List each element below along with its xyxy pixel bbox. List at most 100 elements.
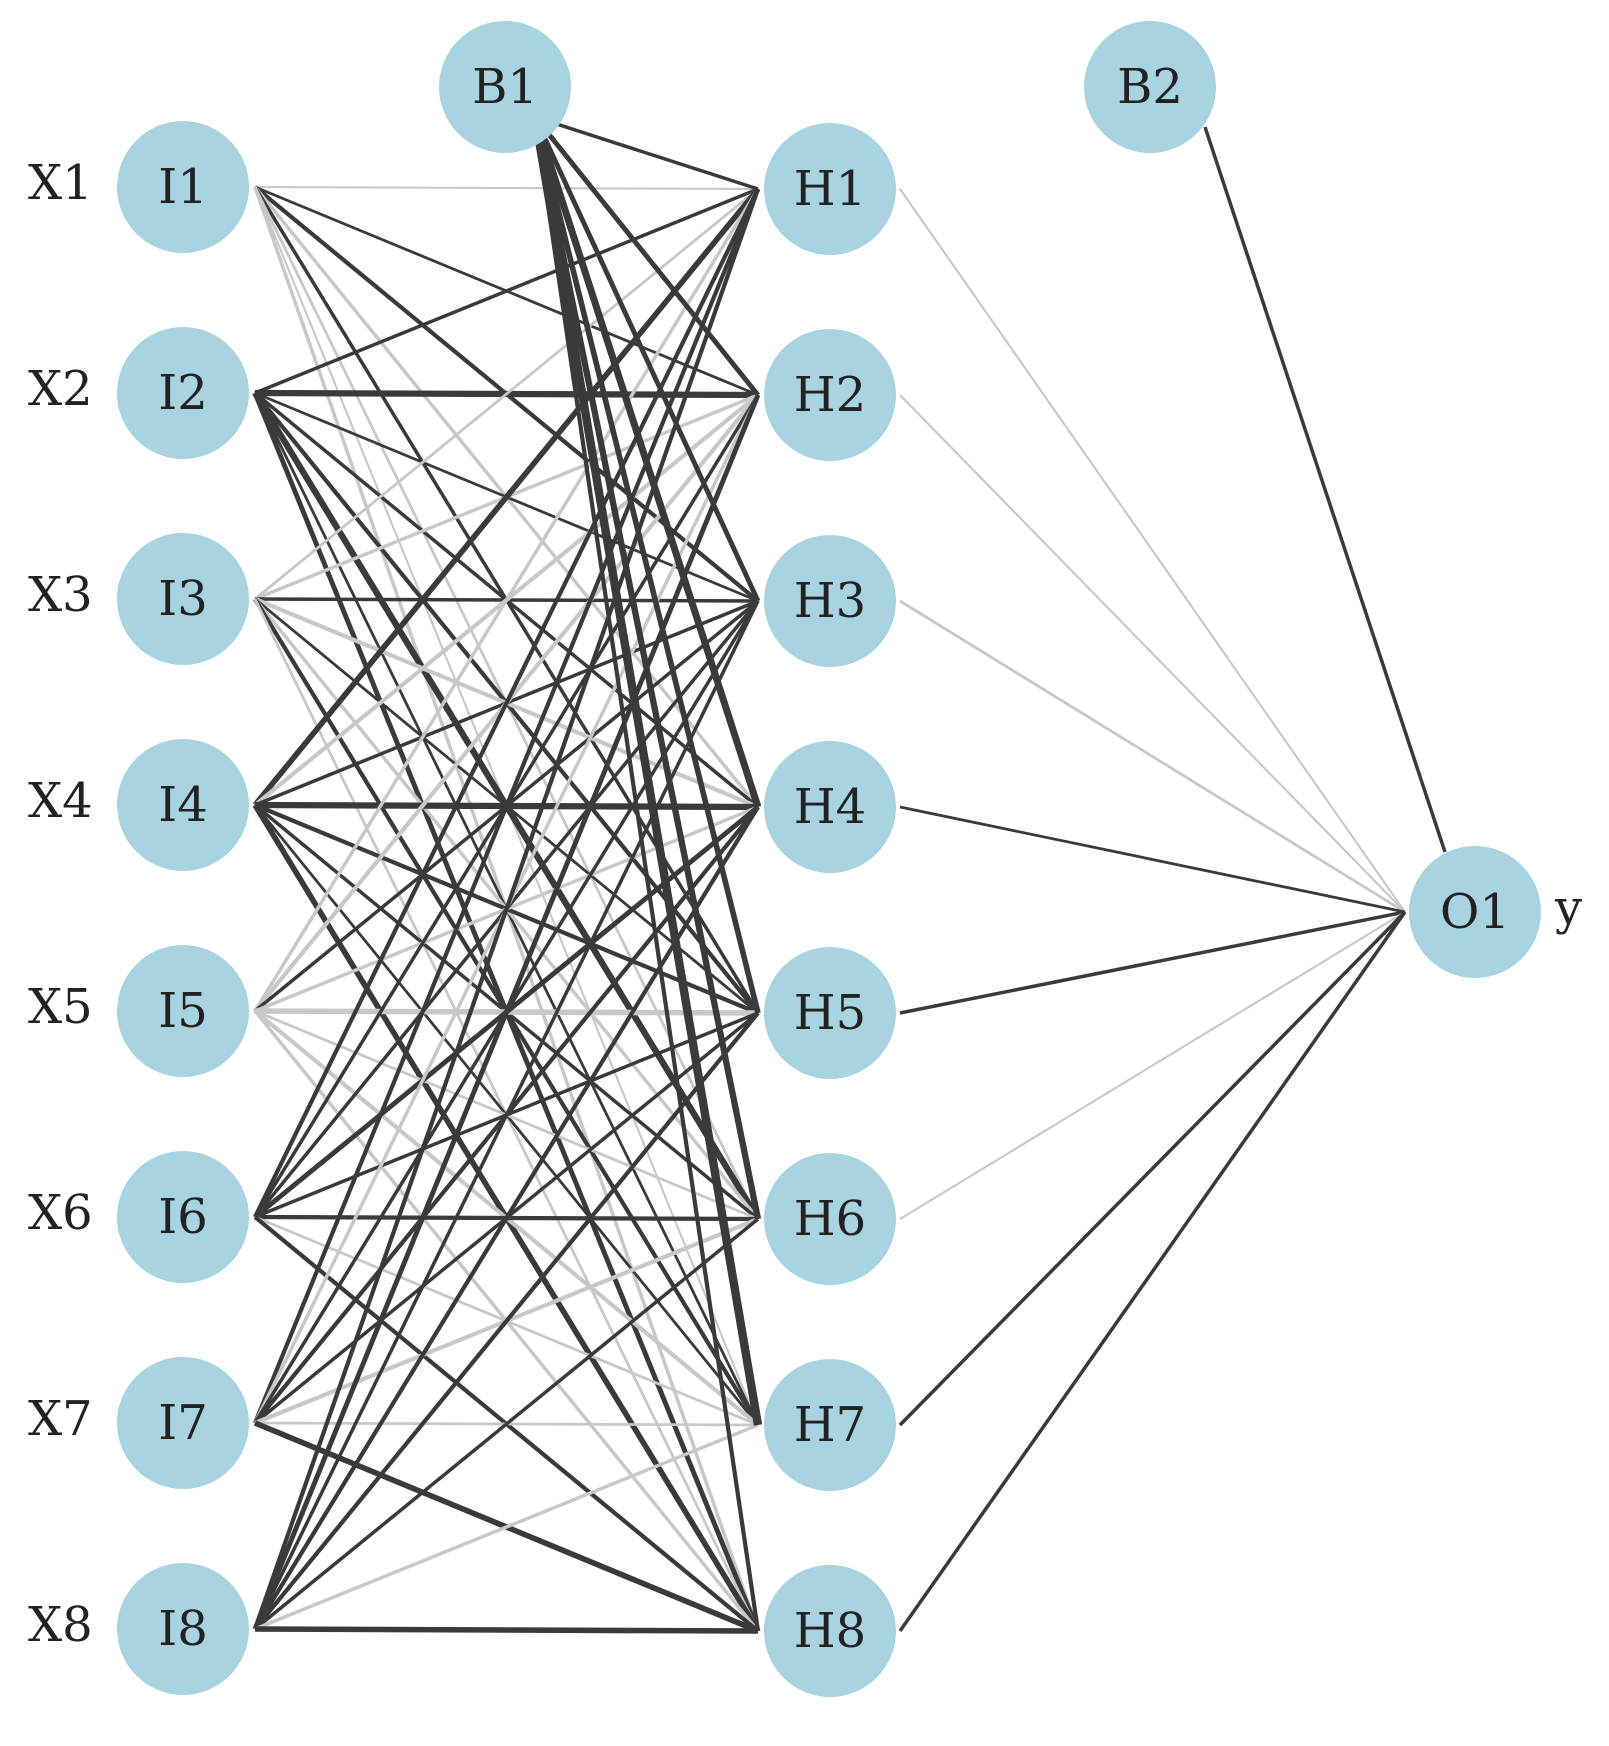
edge-h5-o1 bbox=[899, 910, 1406, 1015]
output-node-1-label: O1 bbox=[1440, 884, 1510, 940]
edge-b1-h3 bbox=[532, 115, 761, 603]
edge-h6-o1 bbox=[899, 911, 1406, 1220]
edge-i5-h1 bbox=[253, 188, 760, 1012]
input-node-3-circle bbox=[117, 533, 249, 665]
edge-i3-h1 bbox=[254, 187, 759, 601]
input-node-4-circle bbox=[117, 739, 249, 871]
edge-h4-o1 bbox=[899, 805, 1406, 914]
hidden-node-4-circle bbox=[764, 741, 896, 873]
edge-i8-h6 bbox=[253, 1217, 760, 1631]
input-variable-label-2: X2 bbox=[28, 361, 93, 417]
connection-layer bbox=[252, 115, 1447, 1634]
input-node-5-circle bbox=[117, 945, 249, 1077]
edge-b1-h5 bbox=[532, 116, 761, 1014]
hidden-node-3-circle bbox=[764, 535, 896, 667]
input-node-4-label: I4 bbox=[158, 777, 208, 833]
output-node-1-circle bbox=[1409, 846, 1541, 978]
hidden-node-1: H1 bbox=[764, 123, 896, 255]
input-node-8-label: I8 bbox=[158, 1601, 208, 1657]
input-node-2-circle bbox=[117, 327, 249, 459]
hidden-node-2-circle bbox=[764, 329, 896, 461]
hidden-node-4: H4 bbox=[764, 741, 896, 873]
edge-b1-h6 bbox=[531, 116, 762, 1220]
edge-i6-h1 bbox=[253, 188, 760, 1218]
hidden-node-1-circle bbox=[764, 123, 896, 255]
bias-node-1-label: B1 bbox=[472, 59, 538, 115]
input-node-2: I2 bbox=[117, 327, 249, 459]
hidden-node-6-circle bbox=[764, 1153, 896, 1285]
hidden-node-3: H3 bbox=[764, 535, 896, 667]
hidden-node-4-label: H4 bbox=[794, 779, 866, 835]
input-variable-label-8: X8 bbox=[28, 1597, 93, 1653]
output-variable-label: y bbox=[1554, 880, 1582, 936]
bias-node-2-circle bbox=[1084, 21, 1216, 153]
input-node-2-label: I2 bbox=[158, 365, 208, 421]
input-node-6-label: I6 bbox=[158, 1189, 208, 1245]
bias-node-2-label: B2 bbox=[1117, 59, 1183, 115]
output-node-1: O1 bbox=[1409, 846, 1541, 978]
hidden-node-5: H5 bbox=[764, 947, 896, 1079]
hidden-node-8: H8 bbox=[764, 1565, 896, 1697]
input-node-1: I1 bbox=[117, 121, 249, 253]
hidden-node-7-circle bbox=[764, 1359, 896, 1491]
edge-i7-h1 bbox=[253, 188, 760, 1424]
hidden-node-8-label: H8 bbox=[794, 1603, 866, 1659]
hidden-node-5-label: H5 bbox=[794, 985, 866, 1041]
input-node-6: I6 bbox=[117, 1151, 249, 1283]
edge-b1-h7 bbox=[530, 116, 763, 1426]
edge-b1-h4 bbox=[531, 115, 762, 809]
input-node-7-circle bbox=[117, 1357, 249, 1489]
input-node-4: I4 bbox=[117, 739, 249, 871]
edge-i8-h1 bbox=[253, 188, 760, 1630]
hidden-node-6-label: H6 bbox=[794, 1191, 866, 1247]
edge-b1-h2 bbox=[533, 115, 760, 397]
edge-i8-h7 bbox=[254, 1423, 759, 1631]
edge-h7-o1 bbox=[898, 910, 1407, 1427]
edge-i8-h8 bbox=[254, 1626, 759, 1634]
bias-node-1-circle bbox=[439, 21, 571, 153]
hidden-node-7-label: H7 bbox=[794, 1397, 866, 1453]
edge-b1-h1 bbox=[534, 115, 759, 191]
input-variable-label-7: X7 bbox=[28, 1391, 93, 1447]
hidden-node-7: H7 bbox=[764, 1359, 896, 1491]
input-variable-label-3: X3 bbox=[28, 567, 93, 623]
input-variable-label-4: X4 bbox=[28, 773, 93, 829]
input-node-1-label: I1 bbox=[158, 159, 208, 215]
input-node-5: I5 bbox=[117, 945, 249, 1077]
input-node-7-label: I7 bbox=[158, 1395, 208, 1451]
hidden-node-3-label: H3 bbox=[794, 573, 866, 629]
input-variable-label-6: X6 bbox=[28, 1185, 93, 1241]
hidden-node-6: H6 bbox=[764, 1153, 896, 1285]
input-node-8: I8 bbox=[117, 1563, 249, 1695]
hidden-node-2-label: H2 bbox=[794, 367, 866, 423]
edge-i8-h5 bbox=[253, 1011, 760, 1631]
bias-node-1: B1 bbox=[439, 21, 571, 153]
hidden-node-5-circle bbox=[764, 947, 896, 1079]
input-node-6-circle bbox=[117, 1151, 249, 1283]
hidden-node-2: H2 bbox=[764, 329, 896, 461]
edge-b2-o1 bbox=[1203, 126, 1447, 853]
edge-i1-h1 bbox=[254, 185, 759, 191]
input-node-3-label: I3 bbox=[158, 571, 208, 627]
input-variable-label-5: X5 bbox=[28, 979, 93, 1035]
input-node-3: I3 bbox=[117, 533, 249, 665]
hidden-node-8-circle bbox=[764, 1565, 896, 1697]
input-variable-label-1: X1 bbox=[28, 155, 93, 211]
input-node-7: I7 bbox=[117, 1357, 249, 1489]
edge-h8-o1 bbox=[898, 910, 1407, 1633]
input-node-5-label: I5 bbox=[158, 983, 208, 1039]
edge-i8-h3 bbox=[253, 600, 760, 1630]
hidden-node-1-label: H1 bbox=[794, 161, 866, 217]
edge-h3-o1 bbox=[899, 599, 1406, 914]
input-node-8-circle bbox=[117, 1563, 249, 1695]
input-node-1-circle bbox=[117, 121, 249, 253]
edge-h1-o1 bbox=[899, 188, 1406, 913]
bias-node-2: B2 bbox=[1084, 21, 1216, 153]
edge-b1-h8 bbox=[532, 116, 761, 1632]
edge-i2-h1 bbox=[254, 187, 759, 395]
edge-i8-h2 bbox=[252, 394, 761, 1630]
edge-h2-o1 bbox=[899, 394, 1406, 913]
